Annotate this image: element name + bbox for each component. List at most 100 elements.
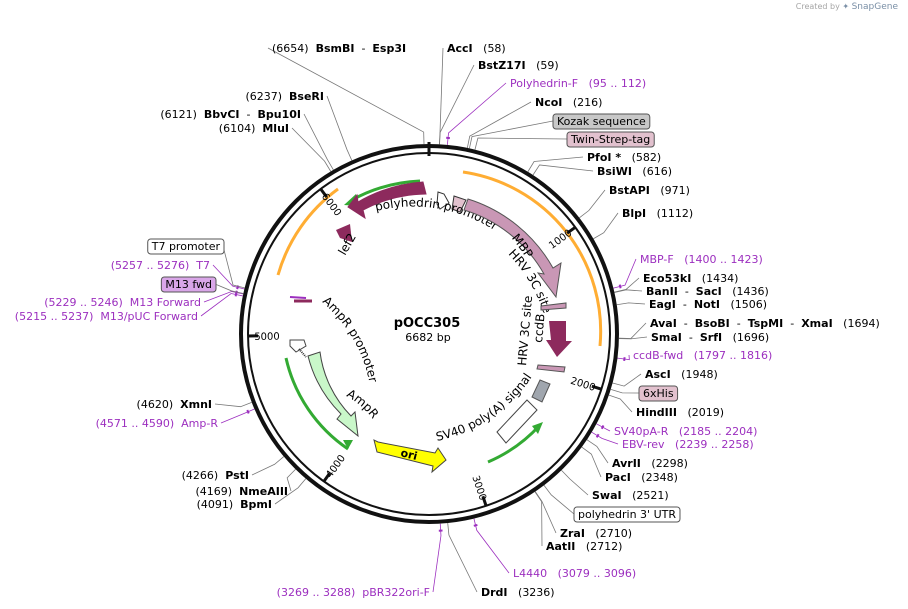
site-label-sv40pa-r[interactable]: SV40pA-R (2185 .. 2204) [614, 425, 757, 438]
feature-hrv3c-site-1[interactable] [540, 302, 567, 311]
feature-orf603[interactable]: ORF603 [347, 181, 427, 221]
site-label-psti[interactable]: (4266) PstI [182, 469, 249, 482]
orf-arc-mbp [462, 170, 603, 347]
label-part: PstI [225, 469, 249, 482]
site-label-t7-primer[interactable]: (5257 .. 5276) T7 [111, 259, 210, 272]
label-part: (4169) [196, 485, 240, 498]
leader-line [616, 302, 646, 306]
leader-line [220, 408, 255, 424]
site-label-eco53ki[interactable]: Eco53kI (1434) [643, 272, 738, 285]
site-label-swai[interactable]: SwaI (2521) [592, 489, 669, 502]
leader-line [326, 95, 353, 161]
site-label-aatii[interactable]: AatII (2712) [546, 540, 622, 553]
label-part: HindIII [636, 406, 677, 419]
site-label-pbr322ori-f[interactable]: (3269 .. 3288) pBR322ori-F [277, 586, 430, 599]
site-label-m13-fwd[interactable]: M13 fwd [160, 276, 217, 293]
site-label-bstz17i[interactable]: BstZ17I (59) [478, 59, 559, 72]
site-label-bbvci[interactable]: (6121) BbvCI - Bpu10I [160, 108, 301, 121]
mbp-arrow[interactable] [463, 198, 562, 299]
label-part: (216) [562, 96, 602, 109]
site-label-bsmbi[interactable]: (6654) BsmBI - Esp3I [272, 42, 406, 55]
bstapi-label-text: BstAPI (971) [609, 184, 690, 197]
site-label-nmeaiii[interactable]: (4169) NmeAIII [196, 485, 289, 498]
site-label-ncoi[interactable]: NcoI (216) [535, 96, 602, 109]
site-label-mlui[interactable]: (6104) MluI [219, 122, 289, 135]
site-label-avrii[interactable]: AvrII (2298) [612, 457, 688, 470]
tick-mark [322, 472, 331, 483]
orf-arc-left [276, 187, 339, 276]
label-part: (1696) [722, 331, 769, 344]
feature-ampr-promoter[interactable]: AmpR promoter [289, 294, 380, 384]
ccdb-arrow[interactable] [546, 321, 572, 357]
m13puc-label-text: (5215 .. 5237) M13/pUC Forward [15, 310, 198, 323]
site-label-pfoi[interactable]: PfoI * (582) [587, 151, 661, 164]
tick-label: 5000 [254, 332, 280, 343]
lef2-arrow[interactable] [336, 224, 352, 242]
site-label-smai[interactable]: SmaI - SrfI (1696) [651, 331, 769, 344]
ori-arrow[interactable] [373, 439, 447, 474]
label-part: - [783, 317, 801, 330]
primer-mark [235, 290, 238, 295]
site-label-mbp-f[interactable]: MBP-F (1400 .. 1423) [640, 253, 763, 266]
label-part: Esp3I [372, 42, 406, 55]
site-label-blpi[interactable]: BlpI (1112) [622, 207, 693, 220]
site-label-t7-promoter[interactable]: T7 promoter [147, 238, 225, 255]
6xhis-marker[interactable] [531, 379, 551, 403]
feature-ccdb[interactable]: HRV 3C site ccdB [515, 295, 572, 366]
nmeaiii-label-text: (4169) NmeAIII [196, 485, 289, 498]
label-part: BpmI [240, 498, 272, 511]
6xhis-label-text: 6xHis [643, 387, 674, 400]
kozak-label-box [552, 113, 651, 130]
orf603-arrow[interactable] [347, 181, 427, 220]
site-label-ebv-rev[interactable]: EBV-rev (2239 .. 2258) [622, 438, 754, 451]
site-label-bpmi[interactable]: (4091) BpmI [197, 498, 272, 511]
site-label-bstapi[interactable]: BstAPI (971) [609, 184, 690, 197]
label-part: (5229 .. 5246) M13 Forward [44, 296, 201, 309]
site-label-m13puc[interactable]: (5215 .. 5237) M13/pUC Forward [15, 310, 198, 323]
site-label-polyh-3utr[interactable]: polyhedrin 3' UTR [573, 506, 681, 523]
leader-line [534, 491, 543, 547]
label-part: AccI [447, 42, 473, 55]
sv40-label: SV40 poly(A) signal [434, 371, 534, 444]
ccdb-fwd-label-text: ccdB-fwd (1797 .. 1816) [633, 349, 772, 362]
site-label-banii[interactable]: BanII - SacI (1436) [646, 285, 769, 298]
twin-strep-label-text: Twin-Strep-tag [570, 133, 650, 146]
site-label-bsiwi[interactable]: BsiWI (616) [597, 165, 672, 178]
site-label-avai[interactable]: AvaI - BsoBI - TspMI - XmaI (1694) [650, 317, 880, 330]
site-label-ccdb-fwd[interactable]: ccdB-fwd (1797 .. 1816) [633, 349, 772, 362]
label-part: BsiWI [597, 165, 632, 178]
ampr-promoter-arrow[interactable] [289, 339, 307, 353]
site-label-hindiii[interactable]: HindIII (2019) [636, 406, 724, 419]
site-label-l4440[interactable]: L4440 (3079 .. 3096) [513, 567, 636, 580]
site-label-zrai[interactable]: ZraI (2710) [560, 527, 632, 540]
site-label-polyhedrin-f[interactable]: Polyhedrin-F (95 .. 112) [510, 77, 646, 90]
leader-line [469, 120, 554, 149]
m13-fwd-label-box [160, 276, 217, 293]
sv40-arrow[interactable] [496, 399, 538, 444]
site-label-6xhis[interactable]: 6xHis [638, 385, 679, 402]
site-label-eagi[interactable]: EagI - NotI (1506) [649, 298, 767, 311]
site-label-drdi[interactable]: DrdI (3236) [481, 586, 555, 599]
site-label-kozak[interactable]: Kozak sequence [552, 113, 651, 130]
hrv3c-1-marker[interactable] [540, 302, 567, 311]
feature-ori[interactable]: ori [373, 439, 447, 474]
site-label-amp-r[interactable]: (4571 .. 4590) Amp-R [96, 417, 219, 430]
feature-6xhis[interactable] [531, 379, 551, 403]
label-part: (6654) [272, 42, 316, 55]
hrv3c-2-marker[interactable] [536, 364, 566, 373]
label-part: (2298) [641, 457, 688, 470]
site-label-m13fwd-primer[interactable]: (5229 .. 5246) M13 Forward [44, 296, 201, 309]
site-label-asci[interactable]: AscI (1948) [645, 368, 718, 381]
site-label-xmni[interactable]: (4620) XmnI [137, 398, 212, 411]
label-part: AvrII [612, 457, 641, 470]
site-label-twin-strep[interactable]: Twin-Strep-tag [566, 131, 655, 148]
feature-lef2[interactable]: lef2 [335, 224, 359, 258]
site-label-paci[interactable]: PacI (2348) [605, 471, 678, 484]
feature-hrv3c-site-2[interactable] [536, 364, 566, 373]
site-label-acci[interactable]: AccI (58) [447, 42, 506, 55]
polyhedrin-promoter-arrow[interactable] [436, 191, 450, 210]
site-label-bseri[interactable]: (6237) BseRI [245, 90, 324, 103]
amp-r-label-text: (4571 .. 4590) Amp-R [96, 417, 219, 430]
feature-sv40-polya[interactable]: SV40 poly(A) signal [434, 371, 538, 444]
ampr-arrow[interactable] [307, 351, 359, 438]
